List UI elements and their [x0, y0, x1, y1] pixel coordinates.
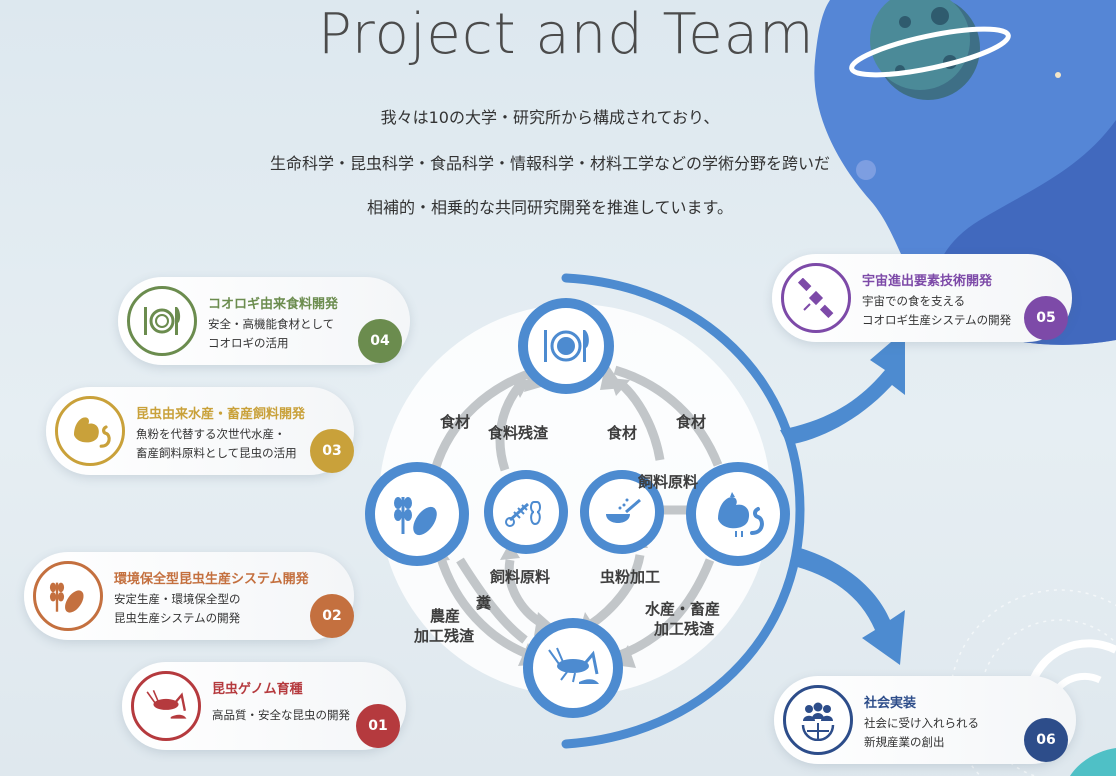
card-05-title: 宇宙進出要素技術開発 — [862, 274, 993, 289]
node-insect — [523, 618, 623, 718]
label-shokuzai-mid: 食材 — [607, 424, 638, 442]
card-02-badge: 02 — [310, 594, 354, 638]
node-livestock — [686, 462, 790, 566]
card-06-badge: 06 — [1024, 718, 1068, 762]
card-02-title: 環境保全型昆虫生産システム開発 — [114, 572, 309, 587]
card-03-insect-feed[interactable]: 昆虫由来水産・畜産飼料開発 魚粉を代替する次世代水産・畜産飼料原料として昆虫の活… — [46, 387, 354, 475]
card-01-genome-breeding[interactable]: 昆虫ゲノム育種 高品質・安全な昆虫の開発 01 — [122, 662, 406, 750]
card-04-desc: 安全・高機能食材としてコオロギの活用 — [208, 317, 335, 350]
card-06-title: 社会実装 — [864, 696, 917, 711]
powder-bowl-icon — [606, 498, 641, 523]
label-suisan-2: 加工残渣 — [654, 620, 715, 638]
page-title: Project and Team — [318, 2, 815, 67]
label-shiryo-genryo-bottom: 飼料原料 — [490, 568, 551, 586]
label-fun: 糞 — [476, 594, 492, 612]
label-shokuzai-left: 食材 — [440, 413, 471, 431]
intro-line-2: 生命科学・昆虫科学・食品科学・情報科学・材料工学などの学術分野を跨いだ — [269, 154, 830, 173]
card-06-social-implementation[interactable]: 社会実装 社会に受け入れられる新規産業の創出 06 — [774, 676, 1076, 764]
label-nousan-2: 加工残渣 — [414, 627, 475, 645]
card-05-desc: 宇宙での食を支えるコオロギ生産システムの開発 — [862, 294, 1012, 327]
card-03-badge: 03 — [310, 429, 354, 473]
grain-bean-icon — [394, 497, 437, 536]
fish-bone-apple-icon — [505, 501, 541, 527]
card-01-title: 昆虫ゲノム育種 — [212, 682, 303, 697]
chicken-worm-icon — [55, 396, 125, 466]
plate-cutlery-icon — [127, 286, 197, 356]
card-02-desc: 安定生産・環境保全型の昆虫生産システムの開発 — [114, 592, 241, 625]
card-04-title: コオロギ由来食料開発 — [208, 297, 339, 312]
card-03-desc: 魚粉を代替する次世代水産・畜産飼料原料として昆虫の活用 — [136, 427, 297, 460]
society-globe-icon — [783, 685, 853, 755]
card-04-badge: 04 — [358, 319, 402, 363]
planet-icon — [849, 0, 1011, 100]
chicken-worm-icon — [718, 492, 764, 537]
grain-bean-icon — [33, 561, 103, 631]
label-shiryo-genryo-top: 飼料原料 — [638, 473, 699, 491]
node-agriculture — [365, 462, 469, 566]
arrow-to-society — [790, 548, 905, 665]
card-01-desc: 高品質・安全な昆虫の開発 — [212, 708, 350, 722]
card-05-space-technology[interactable]: 宇宙進出要素技術開発 宇宙での食を支えるコオロギ生産システムの開発 05 — [772, 254, 1072, 342]
intro-line-1: 我々は10の大学・研究所から構成されており、 — [380, 108, 720, 127]
cricket-icon — [131, 671, 201, 741]
plate-cutlery-icon — [544, 330, 589, 362]
label-nousan-1: 農産 — [430, 607, 461, 625]
card-01-badge: 01 — [356, 704, 400, 748]
label-shokuryo-zansa: 食料残渣 — [488, 424, 549, 442]
label-shokuzai-right: 食材 — [676, 413, 707, 431]
cricket-icon — [548, 647, 599, 684]
card-06-desc: 社会に受け入れられる新規産業の創出 — [864, 716, 979, 749]
label-chufun-kako: 虫粉加工 — [600, 568, 661, 586]
node-insect-powder — [580, 470, 664, 554]
node-food — [518, 298, 614, 394]
node-food-waste — [484, 470, 568, 554]
card-04-cricket-food[interactable]: コオロギ由来食料開発 安全・高機能食材としてコオロギの活用 04 — [118, 277, 410, 365]
card-03-title: 昆虫由来水産・畜産飼料開発 — [136, 407, 306, 422]
arrow-to-space — [780, 330, 905, 445]
card-05-badge: 05 — [1024, 296, 1068, 340]
outer-arc — [561, 273, 805, 749]
satellite-icon — [781, 263, 851, 333]
label-suisan-1: 水産・畜産 — [645, 600, 721, 618]
card-02-production-system[interactable]: 環境保全型昆虫生産システム開発 安定生産・環境保全型の昆虫生産システムの開発 0… — [24, 552, 354, 640]
intro-line-3: 相補的・相乗的な共同研究開発を推進しています。 — [367, 198, 733, 217]
